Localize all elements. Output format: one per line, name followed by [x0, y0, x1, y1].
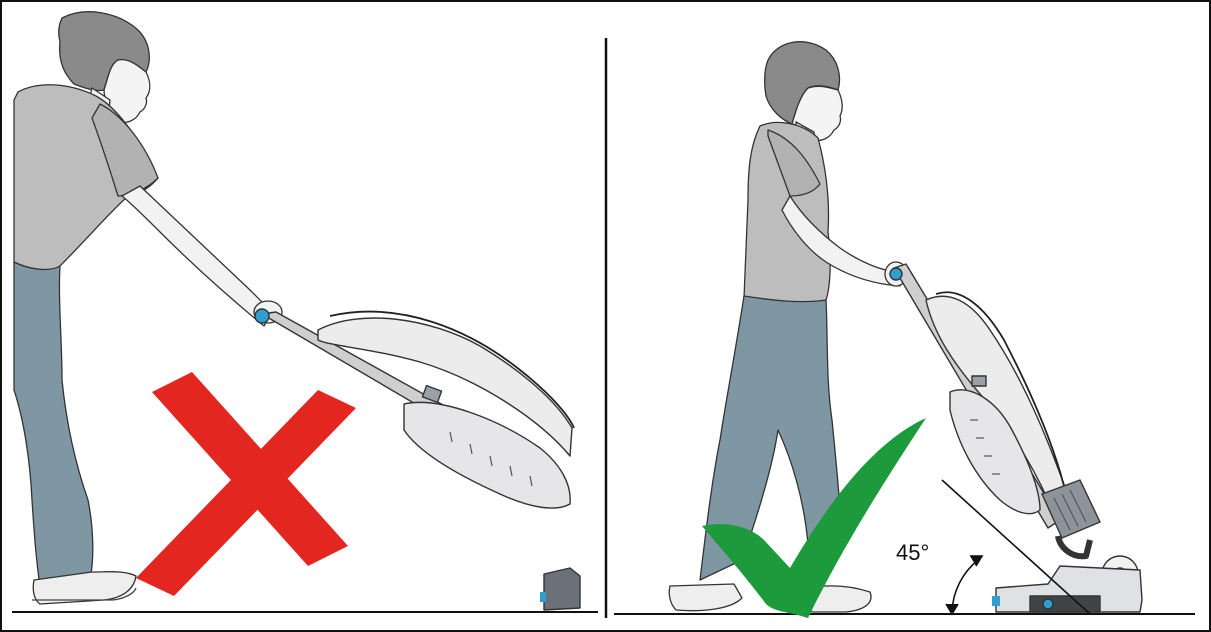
machine-base [544, 568, 580, 610]
angle-label: 45° [896, 540, 929, 565]
